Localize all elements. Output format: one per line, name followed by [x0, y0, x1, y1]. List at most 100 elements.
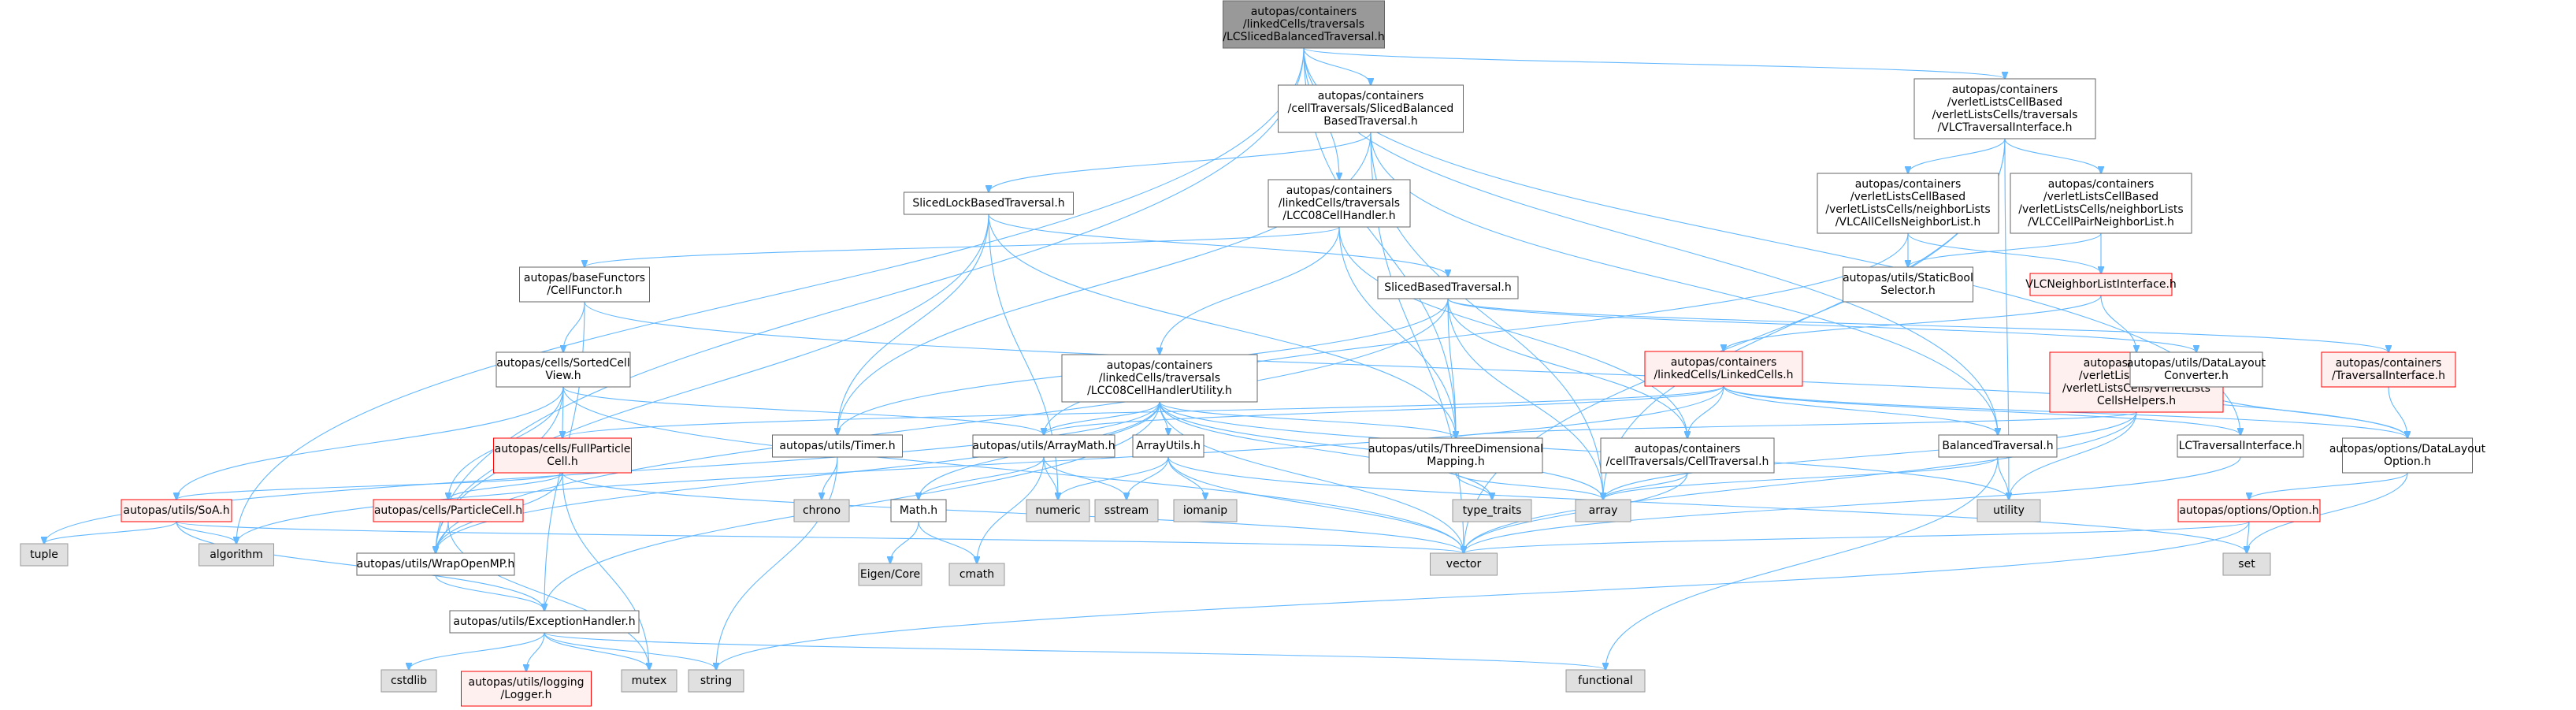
- node-box: [1223, 0, 1385, 49]
- edge-timer-to-chrono: [822, 456, 838, 500]
- graph-node-mutex: mutex: [621, 669, 677, 693]
- node-label: autopas/containers: [1107, 359, 1213, 372]
- node-label: autopas/containers: [2048, 178, 2155, 191]
- node-label: sstream: [1104, 504, 1149, 517]
- edge-slicedbased-to-array: [1447, 298, 1603, 500]
- graph-node-arraymath[interactable]: autopas/utils/ArrayMath.h: [972, 434, 1115, 458]
- edge-sortedcell-to-soa: [176, 386, 564, 500]
- graph-node-slicedbal[interactable]: autopas/containers/cellTraversals/Sliced…: [1278, 84, 1464, 133]
- graph-node-typetraits: type_traits: [1452, 499, 1532, 522]
- edge-option-to-string: [716, 521, 2250, 670]
- edge-arraymath-to-sstream: [1043, 456, 1127, 500]
- node-label: /VLCCellPairNeighborList.h: [2028, 216, 2174, 229]
- edge-timer-to-string: [716, 456, 838, 670]
- edge-particlecell-to-mutex: [447, 521, 649, 670]
- edge-sortedcell-to-vector: [562, 386, 1464, 553]
- node-box: [20, 543, 69, 567]
- node-box: [380, 669, 437, 693]
- graph-node-lctravint[interactable]: LCTraversalInterface.h: [2177, 434, 2304, 458]
- graph-node-cmath: cmath: [948, 563, 1005, 586]
- graph-node-lcc08handler[interactable]: autopas/containers/linkedCells/traversal…: [1268, 179, 1411, 228]
- node-label: /verletListsCellBased: [1850, 191, 1965, 203]
- edge-slicedbased-to-threedim: [1447, 298, 1456, 438]
- node-label: autopas/containers: [1318, 90, 1424, 102]
- node-label: autopas/containers: [1251, 6, 1357, 18]
- graph-node-soa[interactable]: autopas/utils/SoA.h: [121, 499, 232, 522]
- graph-node-timer[interactable]: autopas/utils/Timer.h: [772, 434, 903, 458]
- graph-node-celltrav[interactable]: autopas/containers/cellTraversals/CellTr…: [1600, 437, 1775, 474]
- node-label: Converter.h: [2164, 370, 2229, 382]
- graph-node-vlcall[interactable]: autopas/containers/verletListsCellBased/…: [1817, 173, 1999, 234]
- edge-arrayutils-to-vector: [1167, 456, 1464, 553]
- graph-node-linkedcells[interactable]: autopas/containers/linkedCells/LinkedCel…: [1644, 351, 1803, 387]
- node-box: [1026, 499, 1090, 522]
- graph-node-option[interactable]: autopas/options/Option.h: [2177, 499, 2321, 522]
- node-label: algorithm: [210, 548, 263, 561]
- graph-node-mathh[interactable]: Math.h: [890, 499, 947, 522]
- edge-exception-to-logger: [526, 632, 545, 671]
- edge-dloption-to-option: [2249, 472, 2408, 500]
- graph-node-slicedbased[interactable]: SlicedBasedTraversal.h: [1377, 276, 1519, 299]
- node-box: [1817, 173, 1999, 234]
- node-box: [2177, 499, 2321, 522]
- graph-node-particlecell[interactable]: autopas/cells/ParticleCell.h: [373, 499, 524, 522]
- node-box: [972, 434, 1115, 458]
- edge-exception-to-string: [544, 632, 716, 670]
- node-label: ArrayUtils.h: [1136, 440, 1201, 452]
- node-box: [496, 351, 631, 388]
- node-box: [688, 669, 744, 693]
- graph-node-eigencore: Eigen/Core: [858, 563, 922, 586]
- graph-node-root[interactable]: autopas/containers/linkedCells/traversal…: [1223, 0, 1385, 49]
- graph-node-chrono: chrono: [793, 499, 850, 522]
- edge-fullparticle-to-mutex: [562, 472, 649, 670]
- graph-node-arrayutils[interactable]: ArrayUtils.h: [1132, 434, 1204, 458]
- node-label: /linkedCells/traversals: [1279, 197, 1400, 210]
- node-label: VLCNeighborListInterface.h: [2025, 278, 2177, 291]
- node-label: autopas/containers: [2336, 357, 2442, 370]
- node-box: [493, 437, 632, 474]
- graph-node-vlctrav[interactable]: autopas/containers/verletListsCellBased/…: [1913, 78, 2096, 139]
- node-box: [1452, 499, 1532, 522]
- graph-node-travint[interactable]: autopas/containers/TraversalInterface.h: [2321, 351, 2456, 388]
- edge-exception-to-cstdlib: [409, 632, 545, 670]
- graph-node-slicedlock[interactable]: SlicedLockBasedTraversal.h: [904, 191, 1074, 215]
- edge-slicedlock-to-wrapopenmp: [436, 214, 989, 553]
- node-label: set: [2238, 558, 2255, 571]
- graph-node-wrapopenmp[interactable]: autopas/utils/WrapOpenMP.h: [356, 552, 515, 576]
- node-label: autopas/containers: [1635, 443, 1741, 455]
- edge-linkedcells-to-algorithm: [236, 385, 1724, 544]
- node-label: /LCC08CellHandlerUtility.h: [1087, 385, 1232, 397]
- graph-node-cellfunctor[interactable]: autopas/baseFunctors/CellFunctor.h: [519, 266, 650, 303]
- node-label: /linkedCells/traversals: [1243, 18, 1364, 31]
- edge-arraymath-to-mathh: [919, 456, 1045, 500]
- node-box: [519, 266, 650, 303]
- node-label: iomanip: [1183, 504, 1227, 517]
- node-box: [1173, 499, 1238, 522]
- node-box: [1061, 354, 1258, 403]
- edge-linkedcells-to-celltrav: [1687, 385, 1724, 438]
- graph-node-lcc08util[interactable]: autopas/containers/linkedCells/traversal…: [1061, 354, 1258, 403]
- graph-node-exception[interactable]: autopas/utils/ExceptionHandler.h: [449, 610, 640, 634]
- node-label: Option.h: [2384, 455, 2431, 468]
- node-box: [1600, 437, 1775, 474]
- node-label: numeric: [1035, 504, 1080, 517]
- graph-node-vlcpair[interactable]: autopas/containers/verletListsCellBased /…: [2010, 173, 2192, 234]
- edge-lcc08util-to-utility: [1159, 401, 2009, 500]
- node-label: /verletListsCellBased: [2043, 191, 2158, 203]
- node-box: [2321, 351, 2456, 388]
- node-label: autopas/utils/ArrayMath.h: [972, 440, 1115, 452]
- edge-lcc08util-to-vector: [1159, 401, 1464, 553]
- graph-node-logger[interactable]: autopas/utils/logging/Logger.h: [461, 671, 592, 707]
- edge-lcc08util-to-wrapopenmp: [436, 401, 1160, 553]
- edge-travint-to-dloption: [2388, 386, 2407, 438]
- node-label: autopas/utils/SoA.h: [123, 504, 229, 517]
- graph-node-baltrav[interactable]: BalancedTraversal.h: [1938, 434, 2058, 458]
- graph-node-vlcnli[interactable]: VLCNeighborListInterface.h: [2025, 273, 2177, 296]
